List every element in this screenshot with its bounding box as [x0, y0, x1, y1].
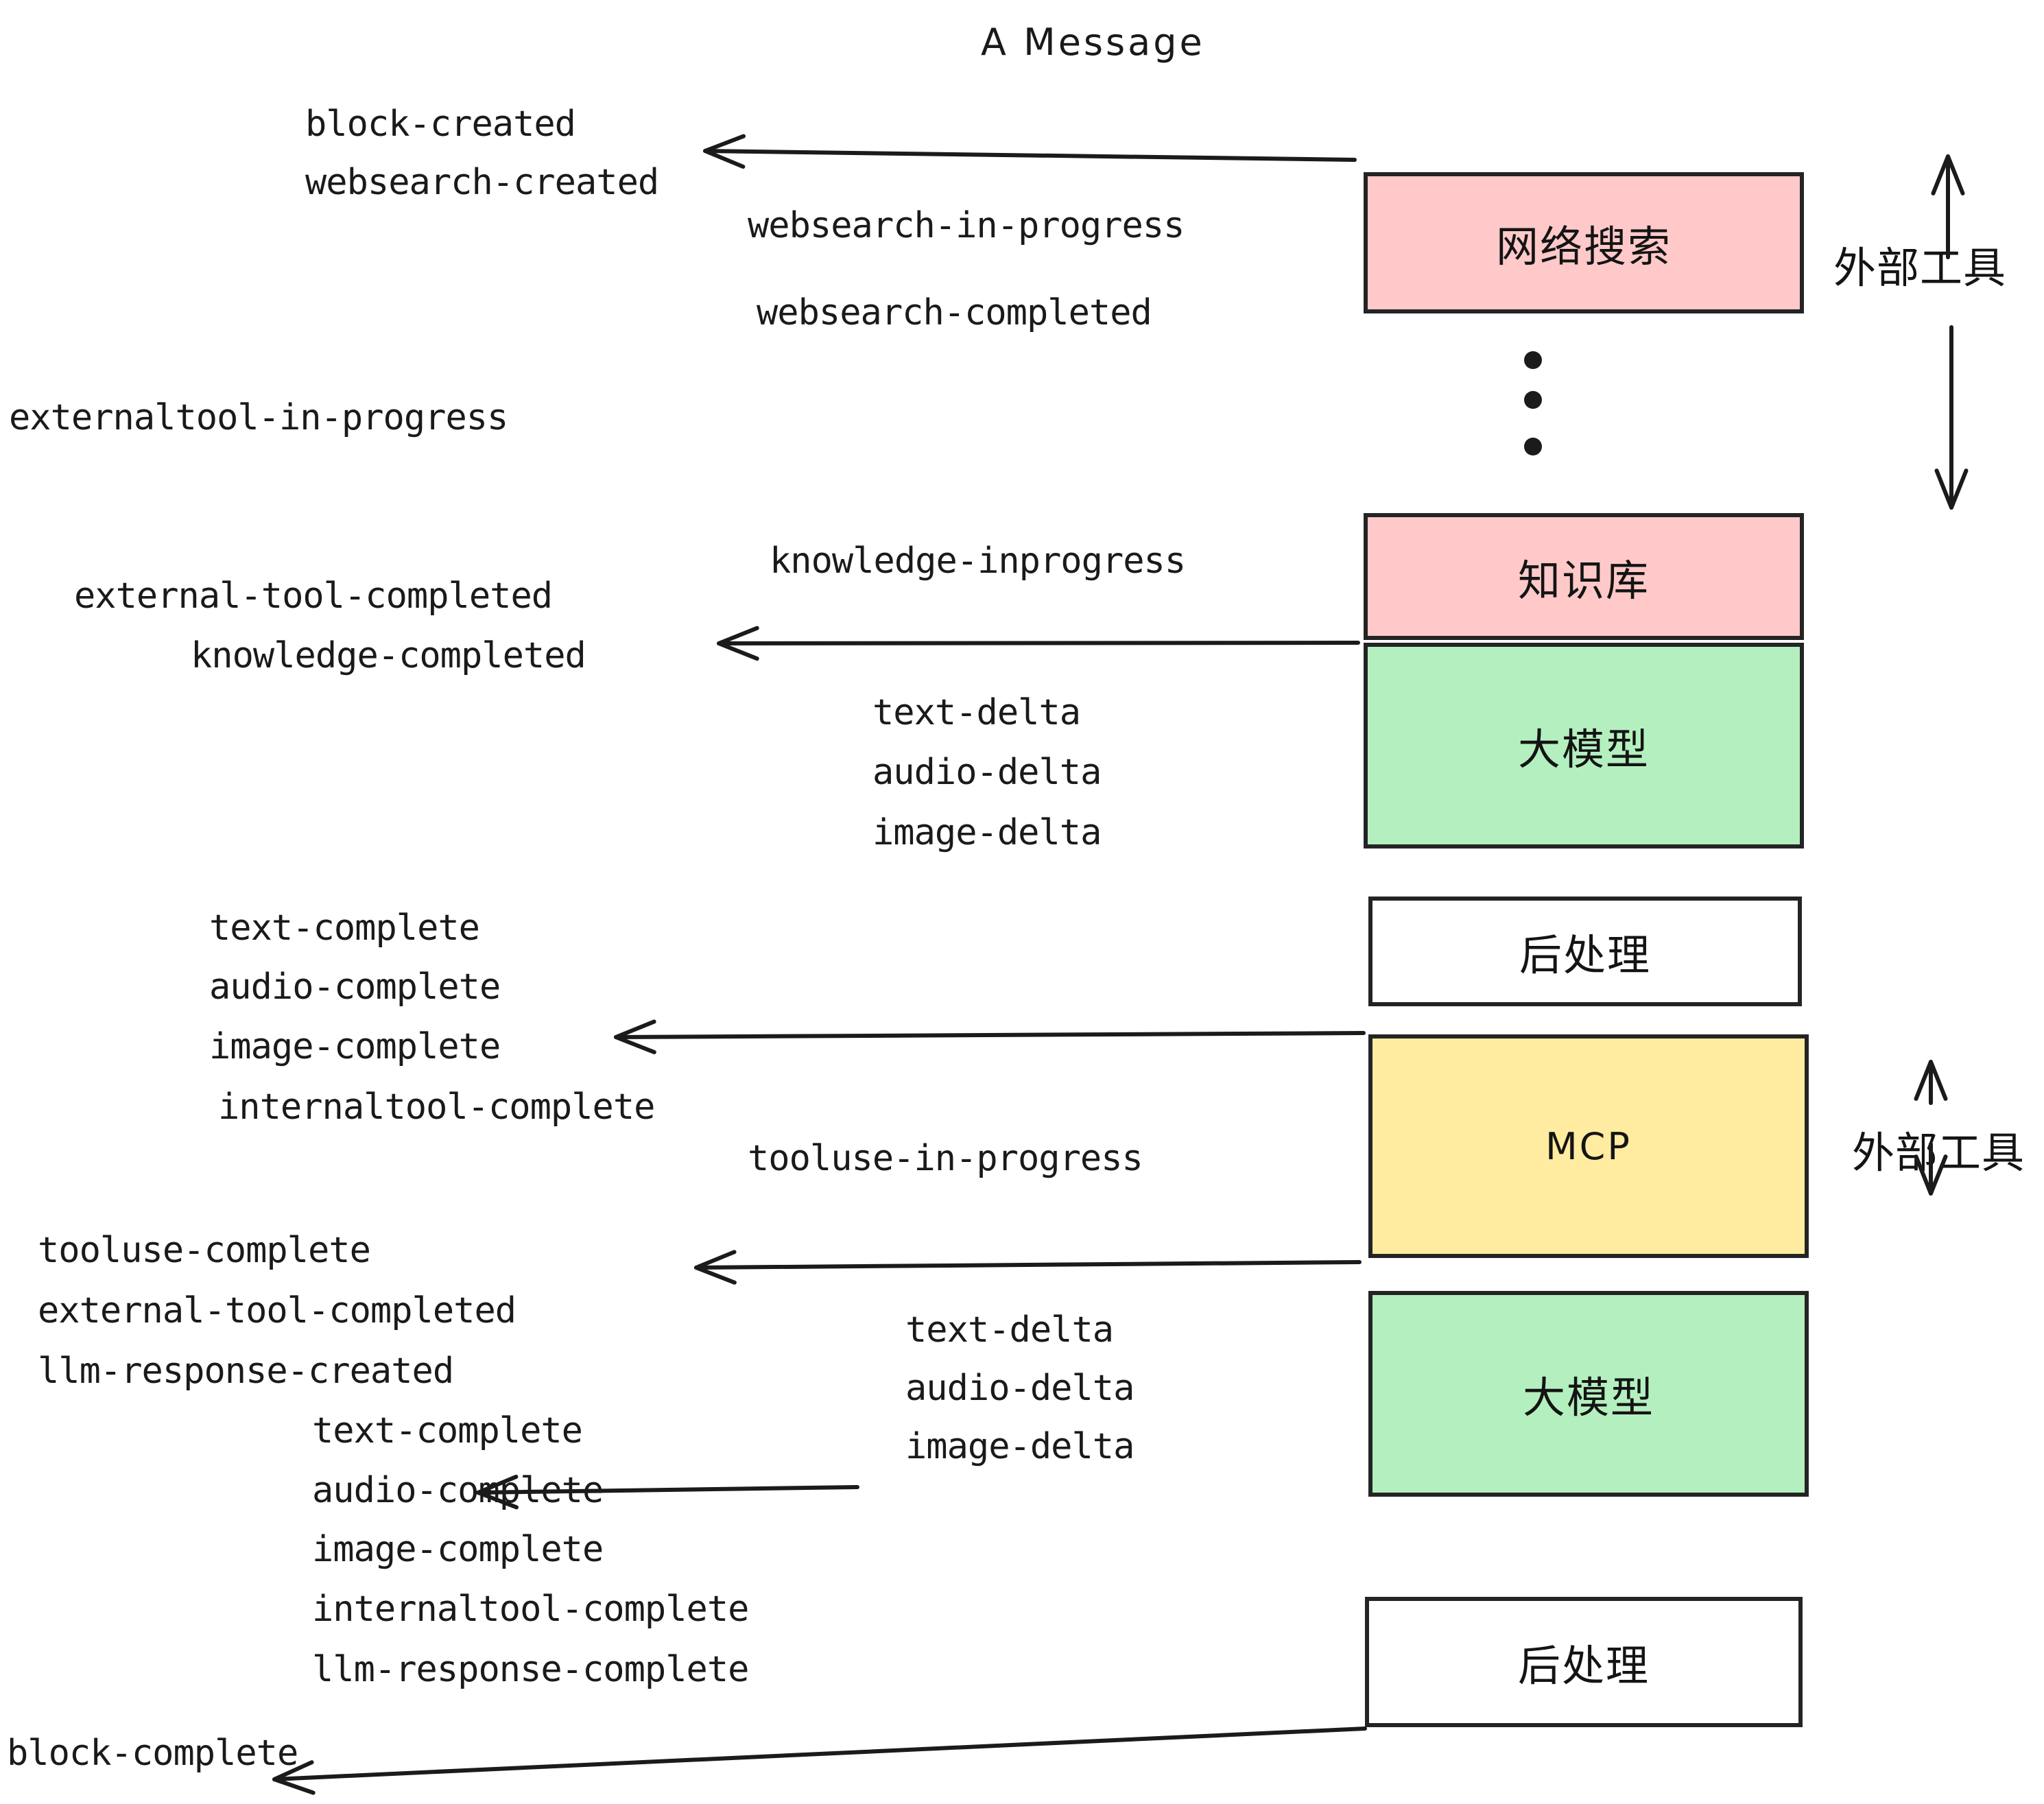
node-box-mcp[interactable]: MCP	[1368, 1034, 1809, 1258]
event-label-block-created: block-created	[305, 104, 576, 145]
event-label-external-tool-completed-1: external-tool-completed	[74, 575, 553, 617]
side-label-external-tool-top: 外部工具	[1833, 243, 2007, 293]
event-label-text-complete-2: text-complete	[312, 1410, 583, 1451]
node-box-postproc-1[interactable]: 后处理	[1368, 897, 1802, 1006]
node-box-llm-1[interactable]: 大模型	[1364, 643, 1804, 848]
event-label-websearch-completed: websearch-completed	[757, 292, 1152, 333]
event-label-audio-delta-1: audio-delta	[872, 752, 1102, 793]
ellipsis-dot-3	[1524, 438, 1542, 455]
event-label-internaltool-complete-1: internaltool-complete	[218, 1087, 655, 1128]
node-box-postproc-2[interactable]: 后处理	[1365, 1597, 1803, 1727]
event-label-text-delta-2: text-delta	[905, 1309, 1114, 1351]
node-box-knowledge[interactable]: 知识库	[1364, 513, 1804, 640]
external-tool-down-arrow-top-head	[1934, 468, 1969, 510]
event-label-image-delta-1: image-delta	[872, 812, 1102, 853]
node-label-postproc-2: 后处理	[1517, 1641, 1650, 1691]
event-label-text-complete-1: text-complete	[209, 907, 480, 949]
event-label-image-complete-1: image-complete	[209, 1026, 501, 1067]
node-label-websearch: 网络搜索	[1495, 222, 1672, 272]
ellipsis-dot-2	[1524, 391, 1542, 409]
event-label-internaltool-complete-2: internaltool-complete	[312, 1589, 749, 1630]
arrow-llm2-to-events-head	[694, 1250, 737, 1285]
event-label-externaltool-in-progress: externaltool-in-progress	[9, 397, 508, 438]
event-label-image-complete-2: image-complete	[312, 1529, 604, 1570]
event-label-knowledge-inprogress: knowledge-inprogress	[770, 541, 1186, 582]
arrow-websearch-to-events-head	[703, 134, 746, 169]
event-label-image-delta-2: image-delta	[905, 1426, 1134, 1467]
event-label-llm-response-created: llm-response-created	[38, 1351, 454, 1392]
event-label-external-tool-completed-2: external-tool-completed	[38, 1290, 516, 1331]
side-label-external-tool-bottom: 外部工具	[1852, 1128, 2025, 1178]
node-label-postproc-1: 后处理	[1519, 930, 1651, 980]
arrow-knowledge-to-events-head	[717, 626, 759, 661]
node-label-knowledge: 知识库	[1517, 555, 1650, 606]
external-tool-up-arrow-top-head	[1931, 154, 1965, 195]
external-tool-up-arrow-bottom-head	[1914, 1060, 1948, 1101]
node-label-mcp: MCP	[1545, 1124, 1632, 1168]
node-box-websearch[interactable]: 网络搜索	[1364, 172, 1804, 313]
page-title: A Message	[981, 21, 1205, 64]
ellipsis-dot-1	[1524, 351, 1542, 369]
arrow-llm2-to-events-line	[694, 1260, 1362, 1270]
event-label-websearch-in-progress: websearch-in-progress	[748, 205, 1185, 246]
event-label-text-delta-1: text-delta	[872, 692, 1081, 733]
arrow-mcp-to-events-head	[614, 1019, 656, 1054]
event-label-knowledge-completed: knowledge-completed	[191, 635, 586, 676]
event-label-tooluse-in-progress: tooluse-in-progress	[748, 1138, 1143, 1179]
event-label-audio-delta-2: audio-delta	[905, 1368, 1134, 1409]
arrow-websearch-to-events-line	[703, 149, 1357, 162]
node-label-llm-2: 大模型	[1522, 1373, 1654, 1423]
node-label-llm-1: 大模型	[1517, 724, 1650, 774]
event-label-audio-complete-1: audio-complete	[209, 966, 501, 1008]
event-label-llm-response-complete: llm-response-complete	[312, 1649, 749, 1690]
event-label-audio-complete-2: audio-complete	[312, 1470, 604, 1511]
event-label-tooluse-complete: tooluse-complete	[38, 1230, 371, 1271]
arrow-mcp-to-events-line	[614, 1031, 1366, 1039]
node-box-llm-2[interactable]: 大模型	[1368, 1291, 1809, 1497]
arrow-postproc2-to-block-line	[272, 1726, 1367, 1781]
event-label-block-complete: block-complete	[7, 1733, 298, 1774]
event-label-websearch-created: websearch-created	[305, 162, 659, 203]
